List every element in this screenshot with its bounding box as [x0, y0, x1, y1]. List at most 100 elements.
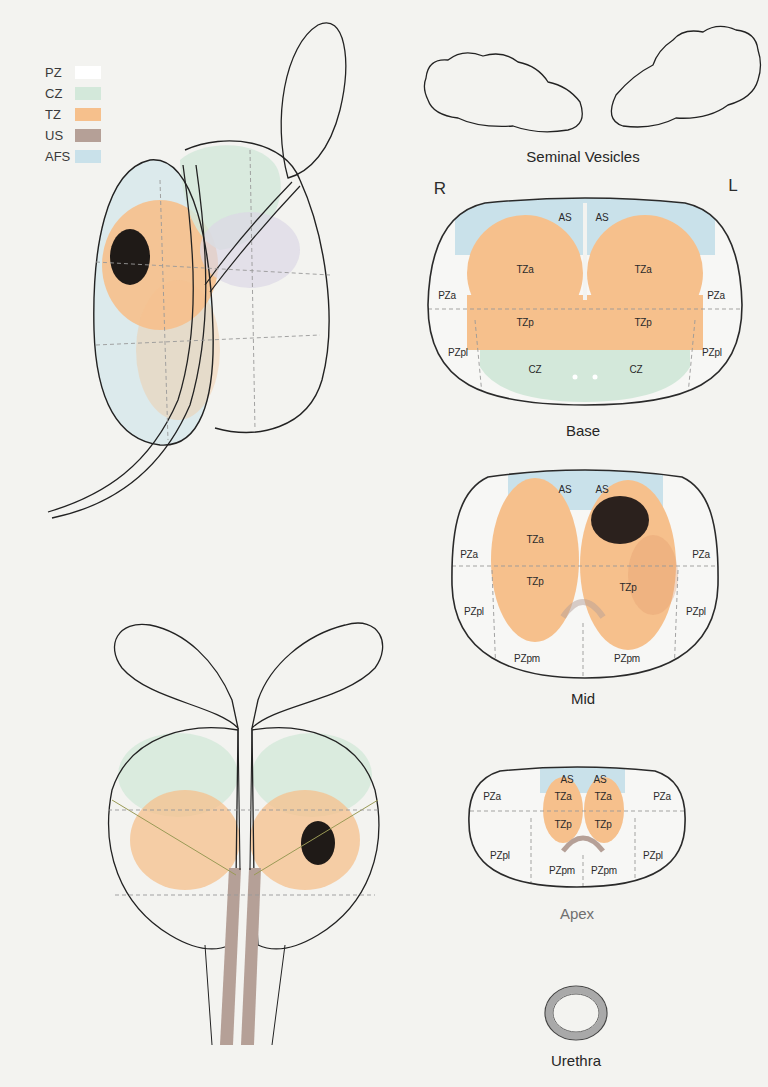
urethra-wall [48, 165, 193, 512]
posterior-outline [185, 141, 329, 432]
level-line [160, 180, 168, 440]
zone-label: PZpm [614, 654, 640, 664]
tz-shade [628, 535, 678, 615]
urethra-figure: Urethra [536, 983, 616, 1078]
zone-label: PZa [460, 550, 478, 560]
level-line [250, 150, 255, 430]
seminal-vesicle [115, 624, 238, 728]
zone-label: PZa [707, 291, 725, 301]
zone-label: PZpl [686, 607, 706, 617]
legend-swatch [75, 66, 101, 79]
urethral-sphincter [563, 602, 603, 617]
duct-dot [593, 375, 598, 380]
legend-item: PZ [45, 64, 101, 80]
urethra-ring-edge [545, 986, 607, 1040]
lesion [110, 229, 150, 285]
section-outline [452, 470, 718, 678]
zone-label: AS [559, 213, 572, 223]
orientation-label: R [434, 180, 446, 197]
legend-item: AFS [45, 148, 101, 164]
seminal-vesicle [281, 23, 345, 178]
legend-swatch [75, 87, 101, 100]
zone-label: TZa [516, 265, 533, 275]
legend-swatch [75, 129, 101, 142]
zone-line [583, 855, 584, 887]
legend-text: AFS [45, 150, 75, 163]
zone-label: CZ [529, 365, 542, 375]
zone-label: PZpl [490, 851, 510, 861]
anterior-outline [94, 160, 213, 445]
urethra-ring-edge [553, 994, 599, 1032]
duct-line [238, 728, 252, 870]
urethra-outline [205, 945, 285, 1045]
zone-label: AS [561, 775, 574, 785]
apex-section: ASASPZaTZaTZaPZaTZpTZpPZplPZpmPZpmPZplAp… [465, 763, 689, 928]
tz-lobe [584, 777, 624, 843]
section-heading: Urethra [551, 1053, 601, 1068]
zone-label: TZa [634, 265, 651, 275]
zone-line [583, 623, 584, 677]
zone-label: AS [594, 775, 607, 785]
node-shape [448, 465, 722, 715]
zone-label: PZpl [464, 607, 484, 617]
zone-label: PZpl [448, 348, 468, 358]
section-outline [469, 767, 685, 887]
midline-cleft [583, 203, 587, 300]
zone-line [428, 309, 742, 310]
base-section: ASASTZaTZaPZaPZaTZpTZpPZplCZCZPZplBase [425, 195, 747, 445]
mid-section: ASASTZaPZaPZaTZpTZpPZplPZplPZpmPZpmMid [448, 465, 722, 715]
coronal-view [108, 623, 383, 1045]
zone-line [475, 320, 483, 405]
legend-item: US [45, 127, 101, 143]
zone-group [428, 195, 742, 405]
tzp-band [467, 295, 703, 350]
duct-dot [573, 375, 578, 380]
legend-swatch [75, 108, 101, 121]
zone-label: AS [596, 213, 609, 223]
level-line [96, 262, 330, 275]
lesion [591, 496, 649, 544]
zone-group [470, 763, 684, 887]
legend-text: CZ [45, 87, 75, 100]
zone-group [452, 465, 718, 677]
sagittal-view [48, 23, 346, 518]
urethral-sphincter [563, 838, 603, 851]
zone-label: TZp [516, 318, 533, 328]
tz-region [250, 790, 360, 890]
vesicle-outline [611, 26, 760, 127]
tz-lobe [543, 777, 583, 843]
section-heading: Apex [560, 906, 594, 921]
legend-text: US [45, 129, 75, 142]
posterior-shade [200, 212, 300, 288]
zone-label: PZpm [591, 866, 617, 876]
zone-label: TZp [634, 318, 651, 328]
ejaculatory-duct [210, 186, 300, 292]
zone-label: PZa [483, 792, 501, 802]
urethra-ring [549, 990, 603, 1036]
node-shape [418, 20, 766, 170]
vesicle-outline [424, 53, 582, 132]
legend-text: PZ [45, 66, 75, 79]
zone-line [635, 818, 636, 887]
seminal-vesicles-figure: Seminal Vesicles [418, 20, 766, 170]
section-heading: Mid [571, 691, 595, 706]
zone-line [531, 818, 532, 887]
zone-label: AS [596, 485, 609, 495]
zone-label: AS [559, 485, 572, 495]
zone-label: PZa [692, 550, 710, 560]
zone-boundary [112, 800, 378, 875]
node-shape [465, 763, 689, 928]
gland-outline [109, 728, 238, 949]
legend-swatch [75, 150, 101, 163]
legend-item: CZ [45, 85, 101, 101]
tz-region [130, 790, 240, 890]
ejaculatory-duct [205, 182, 292, 285]
zone-line [452, 566, 718, 567]
zone-label: TZp [594, 820, 611, 830]
zone-line [687, 320, 695, 405]
zone-label: TZp [554, 820, 571, 830]
section-heading: Seminal Vesicles [526, 149, 639, 164]
zone-label: TZa [526, 535, 543, 545]
zone-label: PZpm [514, 654, 540, 664]
